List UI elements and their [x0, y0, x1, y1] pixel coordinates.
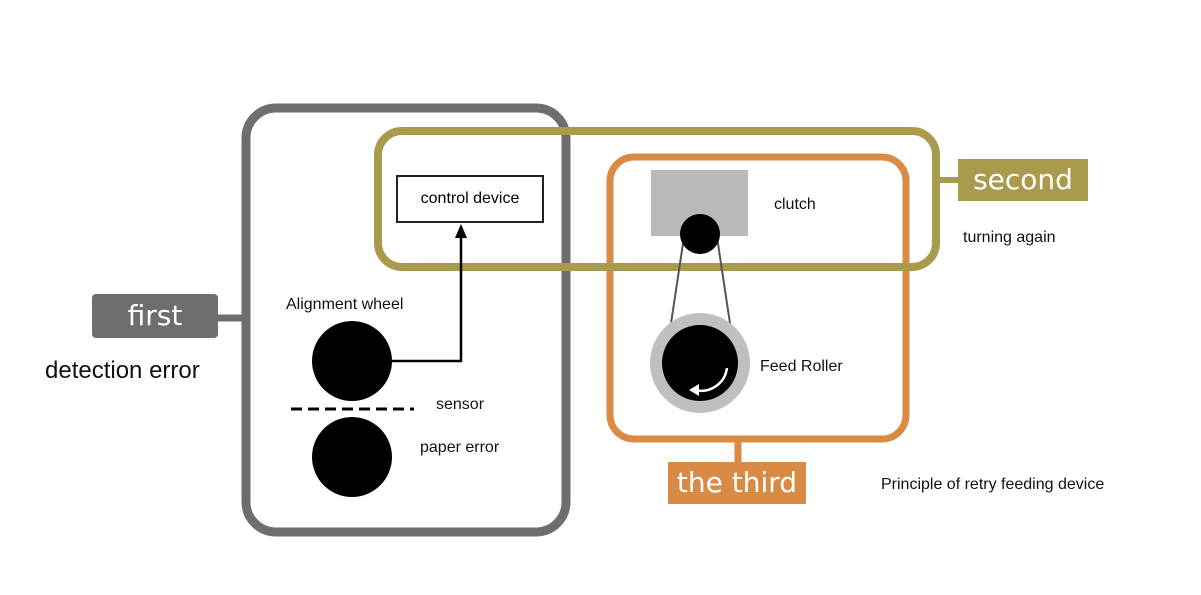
diagram-caption: Principle of retry feeding device — [881, 476, 1105, 493]
turning-again-label: turning again — [963, 229, 1056, 246]
control-device-label: control device — [420, 190, 520, 207]
alignment-wheel-label: Alignment wheel — [286, 296, 404, 313]
first-tag: first — [92, 294, 218, 338]
paper-error-wheel — [312, 417, 392, 497]
third-tag: the third — [668, 462, 806, 504]
rotation-arrowhead-icon — [689, 384, 699, 396]
clutch-label: clutch — [774, 196, 816, 213]
first-group-frame — [241, 103, 571, 537]
signal-arrowhead-icon — [455, 224, 467, 238]
second-tag: second — [958, 159, 1088, 201]
paper-error-label: paper error — [420, 439, 500, 456]
alignment-wheel — [312, 321, 392, 401]
signal-line — [392, 236, 463, 363]
second-group-frame — [374, 127, 940, 271]
control-device-box: control device — [396, 175, 544, 223]
rotation-arrow-icon — [694, 367, 729, 392]
third-group-frame — [606, 153, 910, 443]
detection-error-label: detection error — [45, 357, 200, 384]
clutch-pulley — [680, 214, 720, 254]
sensor-label: sensor — [436, 396, 485, 413]
feed-roller-label: Feed Roller — [760, 358, 843, 375]
feed-roller — [662, 325, 738, 401]
